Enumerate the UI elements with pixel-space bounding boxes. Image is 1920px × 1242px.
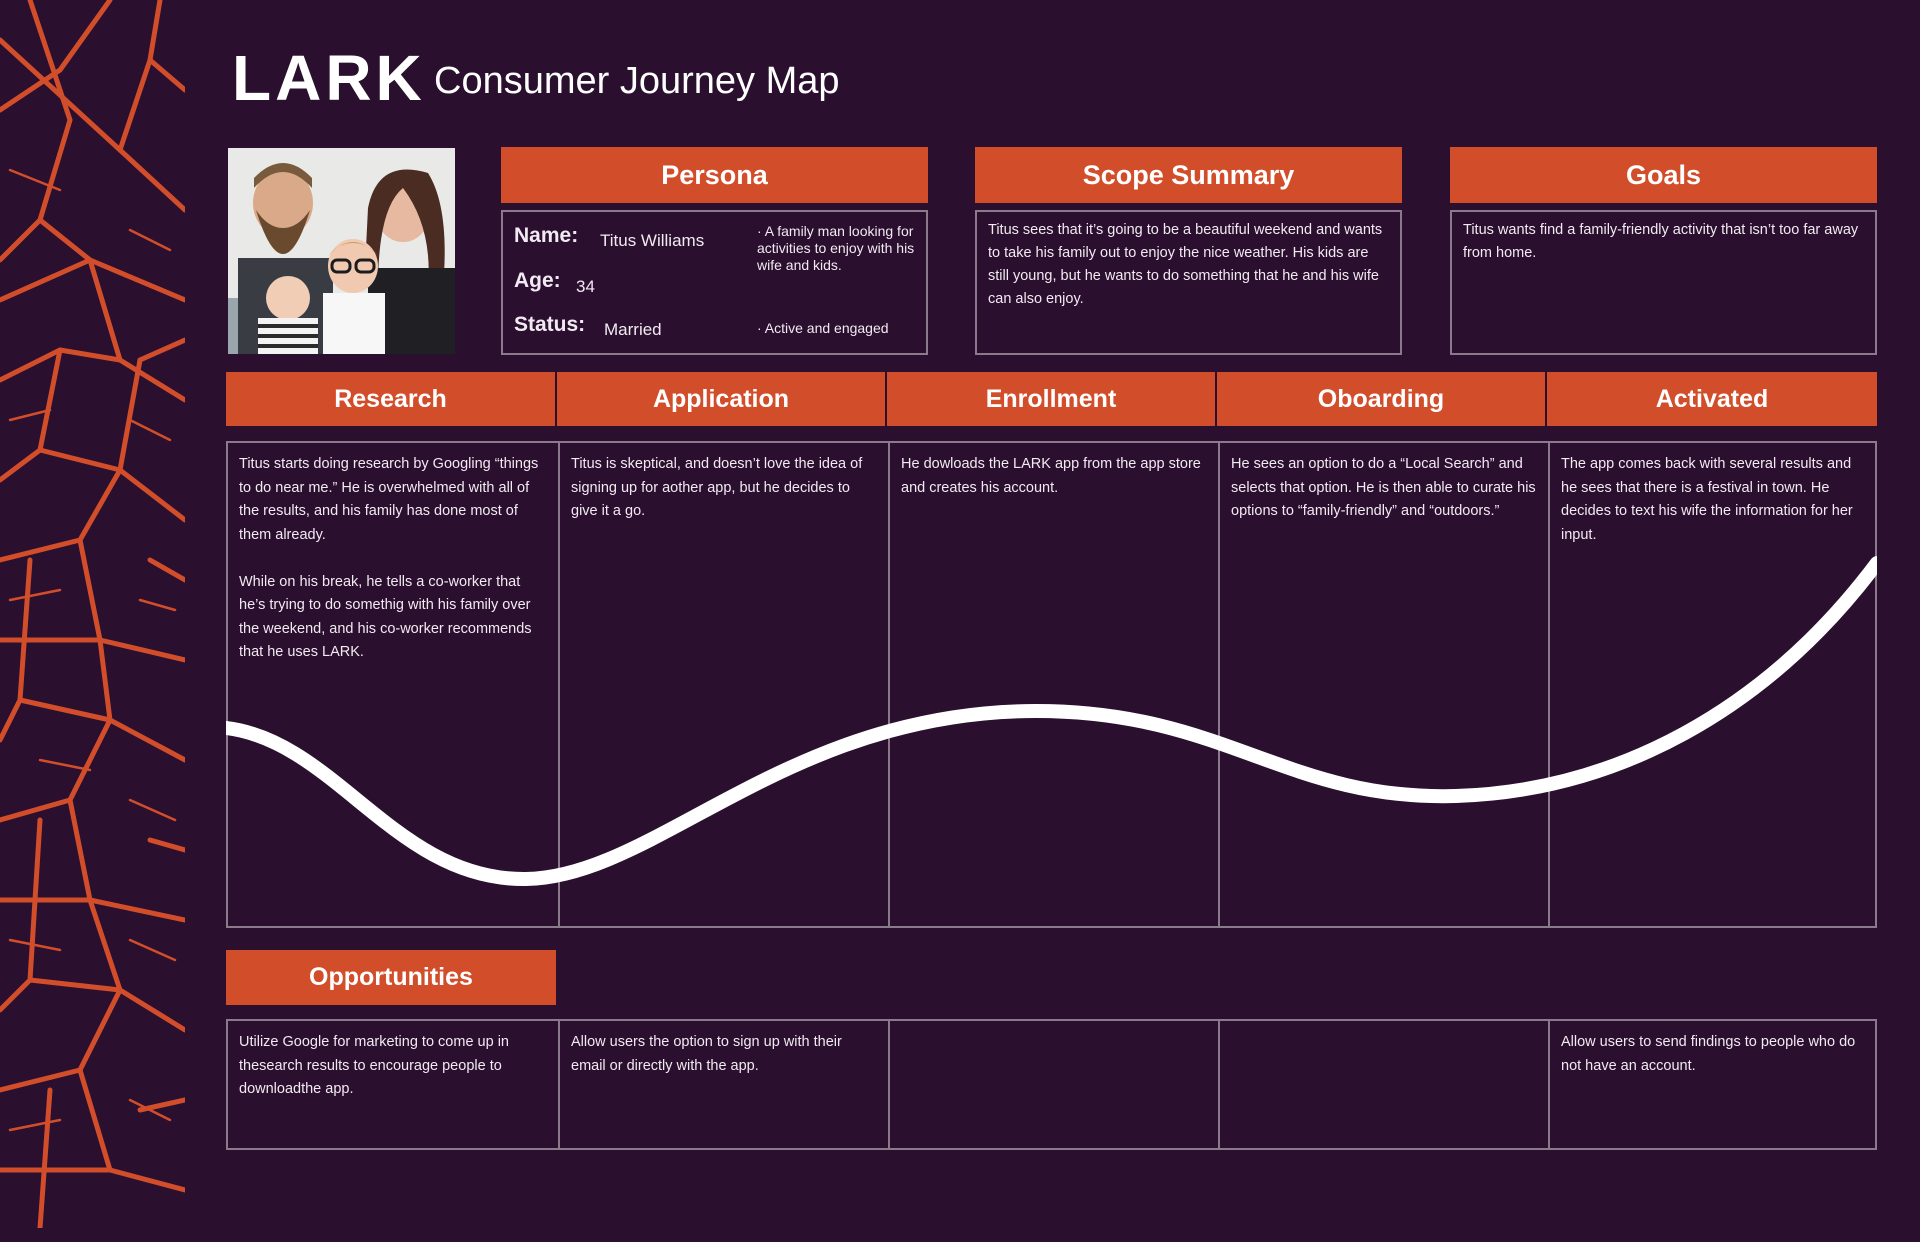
persona-header: Persona — [501, 147, 928, 203]
persona-family-photo — [228, 148, 455, 354]
stage-text: He dowloads the LARK app from the app st… — [901, 456, 1201, 496]
persona-note-active: · Active and engaged — [757, 320, 889, 336]
goals-panel: Titus wants find a family-friendly activ… — [1450, 210, 1877, 355]
opportunity-cell-onboarding — [1218, 1021, 1548, 1148]
scope-summary-text: Titus sees that it’s going to be a beaut… — [988, 222, 1383, 307]
opportunity-cell-research: Utilize Google for marketing to come up … — [239, 1034, 509, 1097]
stage-header-research: Research — [226, 372, 555, 426]
lark-logo: LARK — [232, 42, 426, 114]
opportunities-grid: Utilize Google for marketing to come up … — [226, 1019, 1877, 1150]
stage-text: Titus starts doing research by Googling … — [239, 456, 539, 543]
persona-status-label: Status: — [514, 313, 586, 336]
stage-cell-enrollment: He dowloads the LARK app from the app st… — [888, 443, 1218, 926]
stage-text: Titus is skeptical, and doesn’t love the… — [571, 456, 863, 519]
scope-summary-panel: Titus sees that it’s going to be a beaut… — [975, 210, 1402, 355]
persona-age-label: Age: — [514, 269, 561, 292]
stage-cell-activated: The app comes back with several results … — [1548, 443, 1875, 926]
stage-header-activated: Activated — [1547, 372, 1877, 426]
stage-cell-application: Titus is skeptical, and doesn’t love the… — [558, 443, 888, 926]
stage-header-application: Application — [557, 372, 885, 426]
opportunity-cell-activated: Allow users to send findings to people w… — [1548, 1021, 1875, 1148]
goals-text: Titus wants find a family-friendly activ… — [1463, 222, 1859, 261]
stage-text: The app comes back with several results … — [1561, 456, 1853, 543]
stage-header-onboarding: Oboarding — [1217, 372, 1545, 426]
persona-name-value: Titus Williams — [600, 231, 705, 250]
street-map-decoration — [0, 0, 185, 1228]
stage-header-enrollment: Enrollment — [887, 372, 1215, 426]
stage-cell-onboarding: He sees an option to do a “Local Search”… — [1218, 443, 1548, 926]
family-photo-illustration — [228, 148, 455, 354]
scope-summary-header: Scope Summary — [975, 147, 1402, 203]
stage-cell-research: Titus starts doing research by Googling … — [228, 443, 558, 926]
persona-age-value: 34 — [576, 277, 595, 296]
page-title: Consumer Journey Map — [434, 60, 840, 102]
persona-name-label: Name: — [514, 224, 579, 247]
opportunity-cell-application: Allow users the option to sign up with t… — [558, 1021, 888, 1148]
street-map-graphic — [0, 0, 185, 1228]
persona-panel: Name: Titus Williams Age: 34 Status: Mar… — [501, 210, 928, 355]
goals-header: Goals — [1450, 147, 1877, 203]
persona-note-family: · A family man looking for activities to… — [757, 223, 915, 273]
opportunity-cell-enrollment — [888, 1021, 1218, 1148]
stage-text: While on his break, he tells a co-worker… — [239, 573, 532, 661]
opportunities-header: Opportunities — [226, 950, 556, 1005]
journey-stage-grid: Titus starts doing research by Googling … — [226, 441, 1877, 928]
persona-status-value: Married — [604, 320, 662, 339]
stage-text: He sees an option to do a “Local Search”… — [1231, 456, 1536, 519]
